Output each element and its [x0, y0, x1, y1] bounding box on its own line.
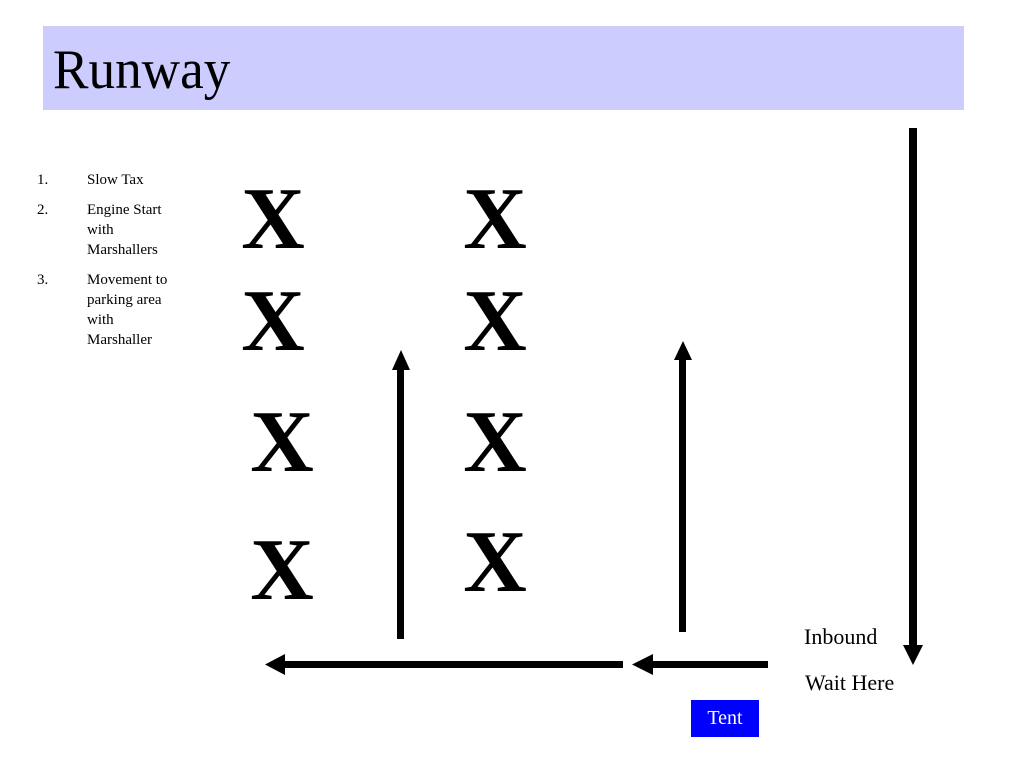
step-text: Movement to parking area with Marshaller	[87, 272, 168, 348]
step-item: 1. Slow Tax	[37, 170, 197, 190]
parking-spot-mark: X	[463, 514, 527, 611]
step-item: 2. Engine Start with Marshallers	[37, 200, 197, 260]
wait-here-label: Wait Here	[805, 670, 895, 695]
parking-spot-mark: X	[463, 171, 527, 268]
step-number: 2.	[37, 202, 49, 218]
steps-list: 1. Slow Tax 2. Engine Start with Marshal…	[37, 170, 197, 360]
left-arrow-long-icon	[265, 654, 623, 675]
parking-spot-mark: X	[463, 273, 527, 370]
step-text: Engine Start with Marshallers	[87, 202, 162, 258]
up-arrow-right-icon	[674, 341, 692, 632]
left-arrow-short-icon	[632, 654, 768, 675]
page-title: Runway	[53, 39, 231, 101]
step-item: 3. Movement to parking area with Marshal…	[37, 270, 197, 350]
inbound-label: Inbound	[804, 624, 878, 649]
title-bar: Runway	[43, 26, 964, 110]
tent-box: Tent	[691, 700, 759, 737]
up-arrow-left-icon	[392, 350, 410, 639]
step-number: 3.	[37, 272, 49, 288]
parking-spot-mark: X	[250, 394, 314, 491]
parking-spot-mark: X	[250, 522, 314, 619]
parking-spot-mark: X	[241, 171, 305, 268]
step-number: 1.	[37, 172, 49, 188]
inbound-down-arrow-icon	[903, 128, 923, 665]
parking-spot-mark: X	[241, 273, 305, 370]
step-text: Slow Tax	[87, 172, 144, 188]
parking-spot-mark: X	[463, 394, 527, 491]
